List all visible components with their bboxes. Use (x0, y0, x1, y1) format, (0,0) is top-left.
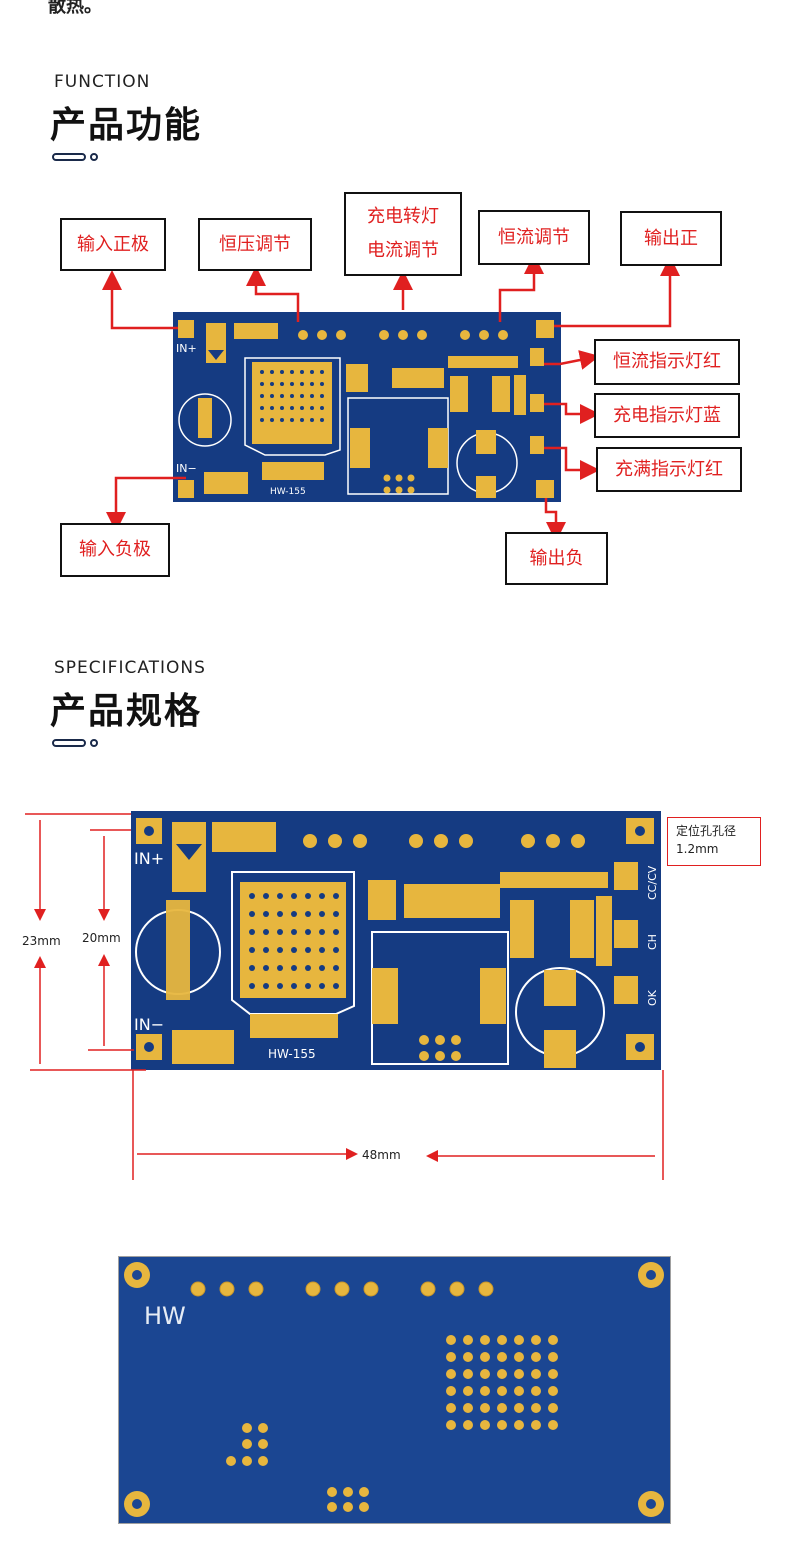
spec-board-model-label: HW-155 (268, 1047, 316, 1061)
spec-label-ch: CH (646, 934, 659, 950)
section-divider-icon (52, 739, 98, 747)
hole-note-title: 定位孔孔径 (676, 824, 737, 838)
callout-cc-indicator: 恒流指示灯红 (594, 339, 740, 385)
callout-cc-adjust: 恒流调节 (478, 210, 590, 265)
spec-label-ok: OK (646, 989, 659, 1006)
label-in-minus: IN− (176, 462, 197, 475)
section-divider-icon (52, 153, 98, 161)
callout-charge-turn-light: 充电转灯 电流调节 (344, 192, 462, 276)
spec-label-in-minus: IN− (134, 1015, 164, 1034)
board-model-label: HW-155 (270, 487, 306, 497)
callout-input-positive: 输入正极 (60, 218, 166, 271)
hole-note-box: 定位孔孔径 1.2mm (667, 817, 761, 866)
spec-label-in-plus: IN+ (134, 849, 164, 868)
callout-output-positive: 输出正 (620, 211, 722, 266)
pcb-board-back: HW (118, 1256, 671, 1524)
dim-height-inner: 20mm (82, 931, 121, 945)
callout-charge-turn-light-line2: 电流调节 (367, 240, 439, 261)
hole-note-value: 1.2mm (676, 842, 719, 856)
spec-label-cc-cv: CC/CV (646, 865, 659, 900)
callout-charge-turn-light-line1: 充电转灯 (367, 206, 439, 227)
dim-height-outer: 23mm (22, 934, 61, 948)
function-diagram: IN+ IN− HW-155 (102, 254, 680, 542)
spec-title-en: SPECIFICATIONS (54, 658, 206, 678)
callout-full-indicator: 充满指示灯红 (596, 447, 742, 492)
back-via-grid (226, 1335, 558, 1512)
pad-hole-grid (260, 370, 324, 422)
callout-output-negative: 输出负 (505, 532, 608, 585)
dimension-lines (25, 813, 664, 1180)
function-title-cn: 产品功能 (50, 105, 203, 146)
callout-input-negative: 输入负极 (60, 523, 170, 577)
function-title-en: FUNCTION (54, 72, 151, 92)
intro-tail-text: 散热。 (48, 0, 102, 17)
spec-diagram: IN+ IN− HW-155 CC/CV CH OK (25, 811, 664, 1180)
callout-cv-adjust: 恒压调节 (198, 218, 312, 271)
callout-charge-indicator: 充电指示灯蓝 (594, 393, 740, 438)
back-logo-label: HW (144, 1302, 186, 1330)
dim-width: 48mm (362, 1148, 401, 1162)
label-in-plus: IN+ (176, 342, 197, 355)
spec-title-cn: 产品规格 (50, 691, 203, 732)
